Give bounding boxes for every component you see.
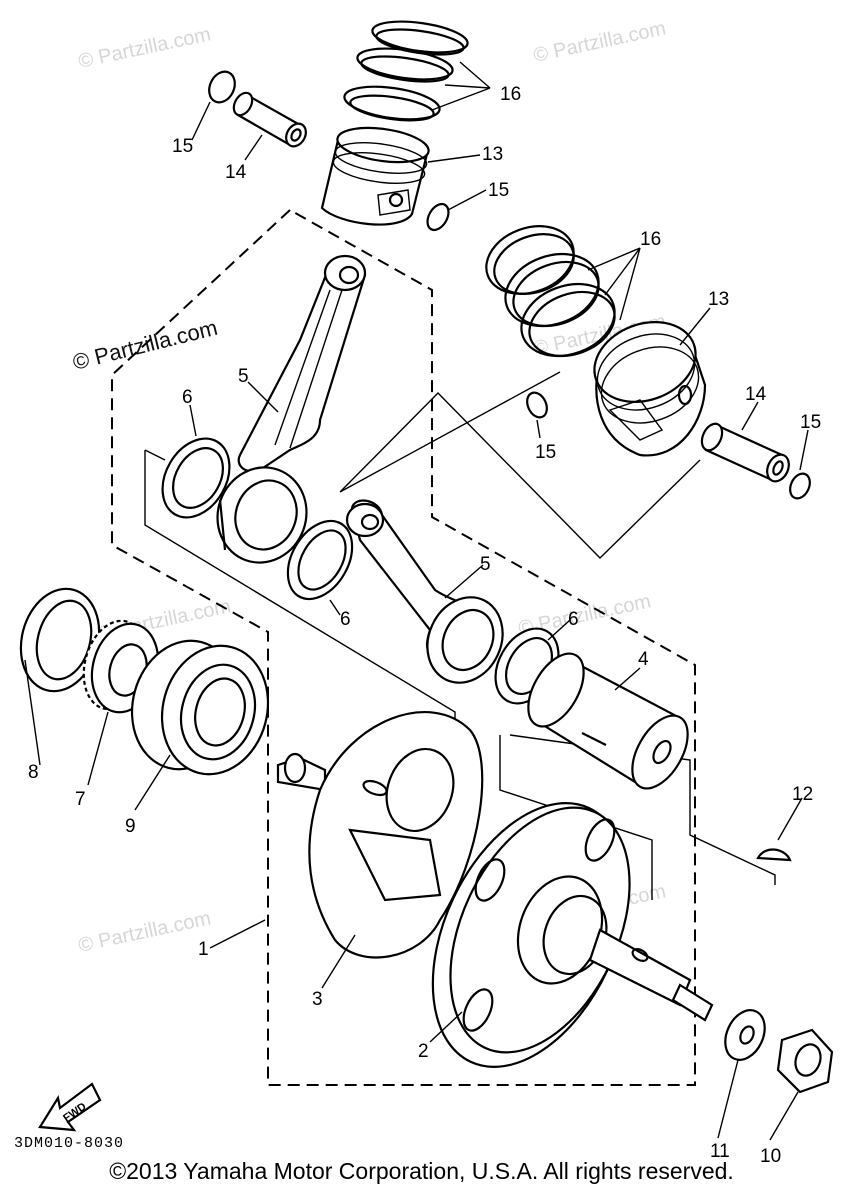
piston-pin-right bbox=[700, 422, 790, 483]
piston-right bbox=[593, 321, 707, 457]
callout-15-upper-left: 15 bbox=[172, 136, 193, 157]
callout-9: 9 bbox=[125, 816, 136, 837]
diagram-code: 3DM010-8030 bbox=[14, 1135, 124, 1152]
crankshaft-assembly-outline bbox=[111, 208, 696, 1086]
crank-web-right bbox=[431, 802, 714, 1068]
callout-6-upper: 6 bbox=[182, 387, 193, 408]
woodruff-key bbox=[756, 848, 792, 862]
watermark: © Partzilla.com bbox=[76, 907, 212, 957]
piston-upper bbox=[320, 126, 430, 226]
callout-16-upper: 16 bbox=[500, 84, 521, 105]
circlip-upper-right bbox=[426, 202, 450, 232]
crank-pin bbox=[527, 652, 689, 790]
callout-11: 11 bbox=[710, 1141, 730, 1162]
thrust-washer-upper-left bbox=[161, 437, 231, 519]
callout-10: 10 bbox=[760, 1146, 781, 1167]
callout-15-right-left: 15 bbox=[535, 442, 556, 463]
copyright-notice: ©2013 Yamaha Motor Corporation, U.S.A. A… bbox=[109, 1158, 734, 1184]
main-bearing bbox=[130, 639, 270, 776]
callout-8: 8 bbox=[28, 762, 39, 783]
connecting-rod-lower bbox=[345, 499, 504, 684]
fwd-arrow: FWD bbox=[38, 1082, 102, 1132]
leader-lines bbox=[24, 61, 809, 1141]
assembly-inner-outline bbox=[144, 449, 166, 461]
callout-6-right: 6 bbox=[568, 609, 579, 630]
callout-15-upper-right: 15 bbox=[488, 180, 509, 201]
callout-15-right-right: 15 bbox=[800, 412, 821, 433]
callout-12: 12 bbox=[792, 784, 813, 805]
nut bbox=[776, 1028, 834, 1094]
callout-4: 4 bbox=[638, 649, 649, 670]
piston-rings-upper bbox=[343, 20, 469, 122]
crank-web-left bbox=[276, 711, 484, 959]
callout-13-upper: 13 bbox=[482, 144, 503, 165]
piston-rings-right bbox=[485, 225, 616, 358]
thrust-washer-middle bbox=[286, 519, 354, 601]
callout-2: 2 bbox=[418, 1041, 429, 1062]
callout-5-upper: 5 bbox=[238, 366, 249, 387]
callout-7: 7 bbox=[75, 789, 86, 810]
callout-13-right: 13 bbox=[708, 289, 729, 310]
callout-1: 1 bbox=[198, 939, 209, 960]
callout-3: 3 bbox=[312, 989, 323, 1010]
piston-pin-upper bbox=[232, 91, 307, 148]
callouts: 1 2 3 4 5 5 6 6 6 7 8 9 10 11 12 13 13 1… bbox=[28, 84, 821, 1167]
connecting-rod-upper bbox=[216, 254, 367, 564]
washer bbox=[724, 1009, 766, 1061]
callout-5-lower: 5 bbox=[480, 554, 491, 575]
callout-14-upper: 14 bbox=[225, 162, 247, 183]
piston-assembly-outline bbox=[339, 371, 701, 559]
circlip-upper-left bbox=[208, 70, 236, 104]
watermark: © Partzilla.com bbox=[531, 17, 667, 67]
callout-14-right: 14 bbox=[745, 384, 767, 405]
circlip-right-left bbox=[526, 391, 548, 419]
circlip-right-right bbox=[789, 472, 811, 500]
watermark: © Partzilla.com bbox=[76, 23, 212, 73]
callout-16-right: 16 bbox=[640, 229, 661, 250]
callout-6-middle: 6 bbox=[340, 609, 351, 630]
